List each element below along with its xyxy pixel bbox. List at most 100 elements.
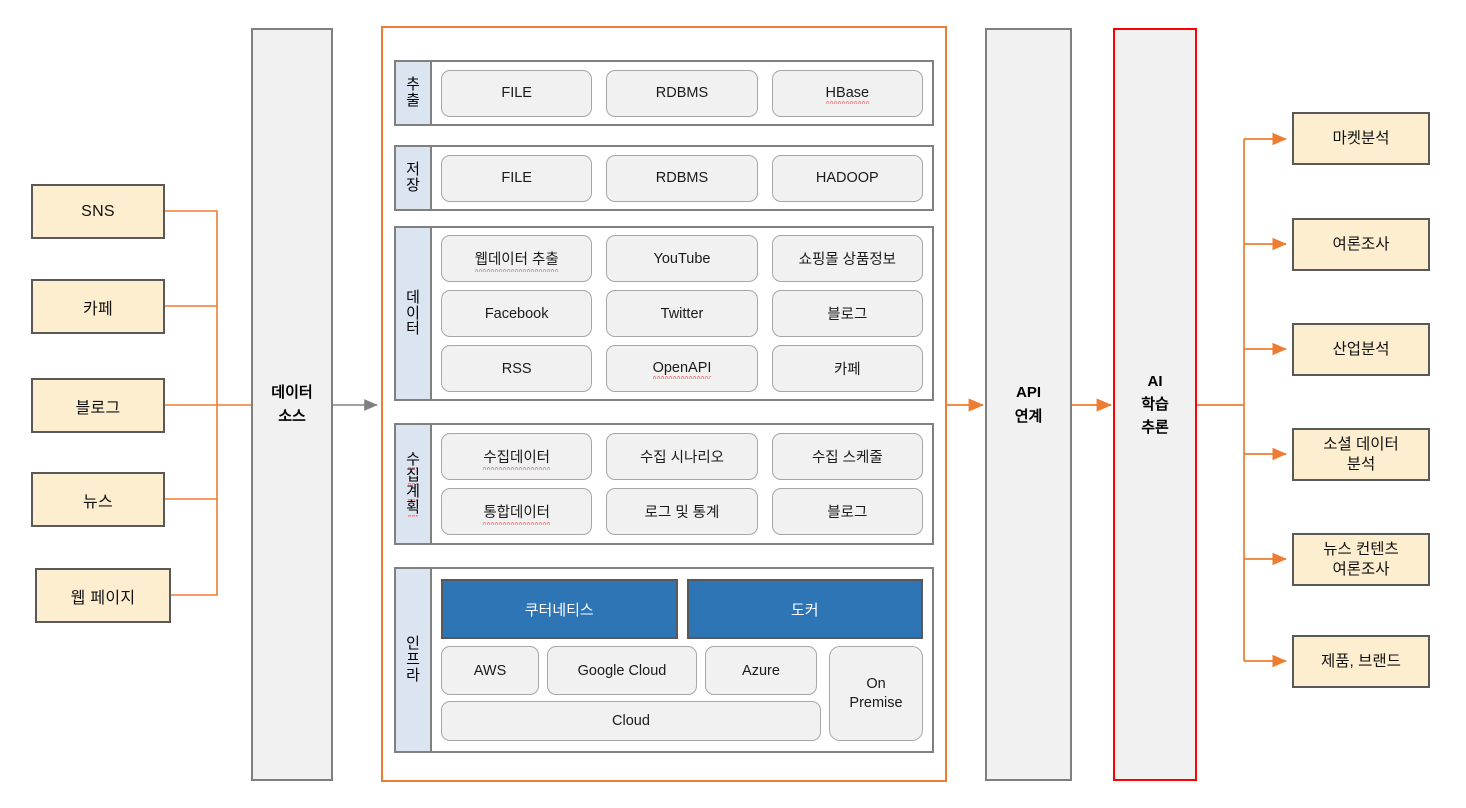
infra-cloud-row: AWS Google Cloud Azure	[441, 646, 821, 695]
cloud-azure[interactable]: Azure	[705, 646, 817, 695]
section-row: FILE RDBMS HADOOP	[441, 154, 923, 202]
output-label-line1: 마켓분석	[1332, 129, 1390, 147]
section-row: 수집데이터 수집 시나리오 수집 스케줄	[441, 433, 923, 480]
output-box-market-analysis[interactable]: 마켓분석	[1292, 112, 1430, 165]
on-premise-label-line1: On	[866, 675, 886, 692]
cell-label: RDBMS	[655, 85, 709, 101]
cloud-google[interactable]: Google Cloud	[547, 646, 697, 695]
output-box-social-data-analysis[interactable]: 소셜 데이터 분석	[1292, 428, 1430, 481]
cell-label: 수집 스케줄	[811, 450, 883, 466]
on-premise[interactable]: On Premise	[829, 646, 923, 741]
pillar-line-2: 학습	[1141, 395, 1169, 413]
cell-label: 통합데이터	[483, 501, 550, 525]
pillar-line-1: AI	[1147, 372, 1163, 390]
infra-container-row: 쿠터네티스 도커	[441, 579, 923, 639]
source-label: 뉴스	[82, 493, 114, 511]
pillar-ai-training-inference[interactable]: AI 학습 추론	[1113, 28, 1197, 781]
cell-hbase[interactable]: HBase	[771, 69, 923, 117]
cell-label: RSS	[501, 360, 532, 377]
section-label-char: 데	[406, 288, 420, 306]
section-body-storage: FILE RDBMS HADOOP	[432, 147, 932, 209]
cell-label: 수집데이터	[483, 446, 550, 470]
container-docker[interactable]: 도커	[686, 579, 923, 639]
cell-file[interactable]: FILE	[441, 154, 593, 202]
section-body-infra: 쿠터네티스 도커 AWS Google Cloud	[432, 569, 932, 751]
pillar-line-1: API	[1015, 384, 1041, 402]
cell-facebook[interactable]: Facebook	[441, 290, 593, 337]
cell-twitter[interactable]: Twitter	[606, 290, 758, 337]
source-label: 카페	[82, 300, 114, 318]
section-row: FILE RDBMS HBase	[441, 69, 923, 117]
cell-shopping-product-info[interactable]: 쇼핑몰 상품정보	[771, 235, 923, 282]
section-label-char: 터	[406, 320, 420, 338]
section-row: 웹데이터 추출 YouTube 쇼핑몰 상품정보	[441, 235, 923, 282]
cell-collection-scenario[interactable]: 수집 시나리오	[606, 433, 758, 480]
cell-integrated-data[interactable]: 통합데이터	[441, 488, 593, 535]
cell-blog[interactable]: 블로그	[771, 488, 923, 535]
output-box-industry-analysis[interactable]: 산업분석	[1292, 323, 1430, 376]
section-label-char: 출	[406, 92, 420, 109]
ai-to-outputs-bus	[1197, 139, 1245, 661]
pillar-api-integration[interactable]: API 연계	[985, 28, 1072, 781]
section-label-char: 저	[406, 161, 420, 179]
cell-label: YouTube	[653, 250, 711, 267]
cell-collection-data[interactable]: 수집데이터	[441, 433, 593, 480]
cell-label: 쇼핑몰 상품정보	[798, 252, 897, 268]
source-label: 웹 페이지	[70, 589, 136, 607]
output-label-line1: 소셜 데이터	[1323, 436, 1399, 454]
source-box-webpage[interactable]: 웹 페이지	[35, 568, 171, 623]
output-box-public-opinion-survey[interactable]: 여론조사	[1292, 218, 1430, 271]
output-label-line2: 여론조사	[1332, 560, 1390, 578]
pillar-line-1: 데이터	[271, 384, 313, 402]
section-label-char: 이	[406, 304, 420, 322]
pillar-line-3: 추론	[1141, 419, 1169, 437]
section-label-collection-plan: 수 집 계 획	[396, 425, 432, 543]
source-box-blog[interactable]: 블로그	[31, 378, 165, 433]
section-infra: 인 프 라 쿠터네티스 도커 AWS	[394, 567, 934, 753]
cloud-span[interactable]: Cloud	[441, 701, 821, 741]
cell-label: 카페	[833, 362, 861, 378]
output-label-line1: 뉴스 컨텐츠	[1323, 541, 1399, 559]
section-body-data: 웹데이터 추출 YouTube 쇼핑몰 상품정보 Facebook Twitte…	[432, 228, 932, 399]
cell-openapi[interactable]: OpenAPI	[606, 345, 758, 392]
section-data: 데 이 터 웹데이터 추출 YouTube 쇼핑몰 상품정보 Facebook …	[394, 226, 934, 401]
on-premise-label-line2: Premise	[849, 694, 903, 711]
cell-file[interactable]: FILE	[441, 69, 593, 117]
cell-hadoop[interactable]: HADOOP	[771, 154, 923, 202]
source-label: 블로그	[75, 399, 121, 417]
cell-rdbms[interactable]: RDBMS	[606, 154, 758, 202]
section-row: Facebook Twitter 블로그	[441, 290, 923, 337]
cell-rss[interactable]: RSS	[441, 345, 593, 392]
section-label-storage: 저 장	[396, 147, 432, 209]
source-box-cafe[interactable]: 카페	[31, 279, 165, 334]
section-label-char: 장	[406, 177, 420, 194]
cell-collection-schedule[interactable]: 수집 스케줄	[771, 433, 923, 480]
output-box-product-brand[interactable]: 제품, 브랜드	[1292, 635, 1430, 688]
cloud-label: Azure	[742, 662, 780, 679]
section-label-extract: 추 출	[396, 62, 432, 124]
pillar-data-source[interactable]: 데이터 소스	[251, 28, 333, 781]
section-body-collection-plan: 수집데이터 수집 시나리오 수집 스케줄 통합데이터 로그 및 통계 블로그	[432, 425, 932, 543]
infra-cloud-stack: AWS Google Cloud Azure Cloud	[441, 646, 821, 741]
cell-rdbms[interactable]: RDBMS	[606, 69, 758, 117]
cell-label: FILE	[501, 170, 532, 186]
source-box-sns[interactable]: SNS	[31, 184, 165, 239]
cell-label: Facebook	[484, 305, 549, 322]
container-kubernetes[interactable]: 쿠터네티스	[441, 579, 678, 639]
output-label-line1: 여론조사	[1332, 235, 1390, 253]
infra-cloud-area: AWS Google Cloud Azure Cloud On	[441, 646, 923, 741]
cell-blog[interactable]: 블로그	[771, 290, 923, 337]
cell-web-data-extract[interactable]: 웹데이터 추출	[441, 235, 593, 282]
cell-log-and-stats[interactable]: 로그 및 통계	[606, 488, 758, 535]
section-label-data: 데 이 터	[396, 228, 432, 399]
section-extract: 추 출 FILE RDBMS HBase	[394, 60, 934, 126]
cell-cafe[interactable]: 카페	[771, 345, 923, 392]
section-label-char: 라	[406, 666, 420, 684]
output-box-news-content-opinion[interactable]: 뉴스 컨텐츠 여론조사	[1292, 533, 1430, 586]
source-box-news[interactable]: 뉴스	[31, 472, 165, 527]
cloud-aws[interactable]: AWS	[441, 646, 539, 695]
section-label-char: 집	[406, 467, 420, 485]
cell-youtube[interactable]: YouTube	[606, 235, 758, 282]
cell-label: FILE	[501, 85, 532, 101]
output-label-line1: 산업분석	[1332, 340, 1390, 358]
